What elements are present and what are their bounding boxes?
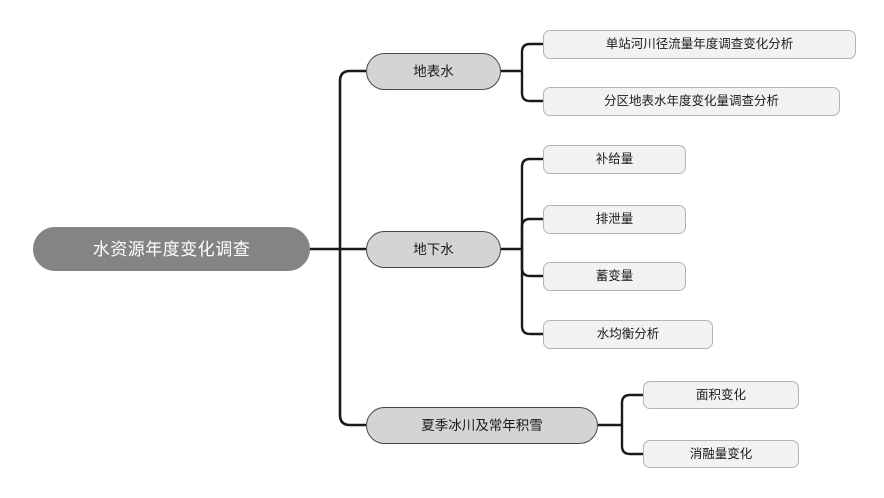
leaf-node-groundwater-1[interactable]: 补给量 xyxy=(543,145,686,174)
leaf-node-surface-water-2-label: 分区地表水年度变化量调查分析 xyxy=(603,94,779,109)
connector-groundwater-child-4 xyxy=(520,249,543,336)
leaf-node-groundwater-1-label: 补给量 xyxy=(595,152,634,167)
root-node[interactable]: 水资源年度变化调查 xyxy=(33,227,310,271)
connector-surface-water-child-1 xyxy=(520,42,543,71)
connector-surface-water-child-2 xyxy=(520,71,543,103)
branch-node-glacier[interactable]: 夏季冰川及常年积雪 xyxy=(366,407,598,444)
leaf-node-groundwater-2-label: 排泄量 xyxy=(595,212,634,227)
leaf-node-groundwater-3-label: 蓄变量 xyxy=(595,269,634,284)
branch-node-groundwater[interactable]: 地下水 xyxy=(366,231,501,268)
leaf-node-surface-water-1-label: 单站河川径流量年度调查变化分析 xyxy=(605,37,794,52)
leaf-node-groundwater-3[interactable]: 蓄变量 xyxy=(543,262,686,291)
connector-groundwater-child-3 xyxy=(520,249,543,278)
leaf-node-surface-water-2[interactable]: 分区地表水年度变化量调查分析 xyxy=(543,87,840,116)
branch-node-groundwater-label: 地下水 xyxy=(413,241,454,257)
leaf-node-groundwater-2[interactable]: 排泄量 xyxy=(543,205,686,234)
leaf-node-glacier-2[interactable]: 消融量变化 xyxy=(643,440,799,468)
connector-glacier-child-1 xyxy=(620,393,643,425)
leaf-node-surface-water-1[interactable]: 单站河川径流量年度调查变化分析 xyxy=(543,30,856,59)
leaf-node-glacier-1[interactable]: 面积变化 xyxy=(643,381,799,409)
branch-node-glacier-label: 夏季冰川及常年积雪 xyxy=(421,417,543,433)
leaf-node-glacier-2-label: 消融量变化 xyxy=(689,446,753,461)
branch-node-surface-water[interactable]: 地表水 xyxy=(366,53,501,90)
leaf-node-groundwater-4[interactable]: 水均衡分析 xyxy=(543,320,713,349)
connector-glacier-child-2 xyxy=(620,425,643,456)
leaf-node-glacier-1-label: 面积变化 xyxy=(695,387,746,402)
connector-groundwater-child-2 xyxy=(520,217,543,249)
leaf-node-groundwater-4-label: 水均衡分析 xyxy=(596,327,660,342)
root-node-label: 水资源年度变化调查 xyxy=(92,239,251,259)
connector-root-to-glacier xyxy=(338,249,366,427)
connector-root-to-surface-water xyxy=(338,69,366,249)
connector-groundwater-child-1 xyxy=(520,157,543,249)
branch-node-surface-water-label: 地表水 xyxy=(413,63,454,79)
